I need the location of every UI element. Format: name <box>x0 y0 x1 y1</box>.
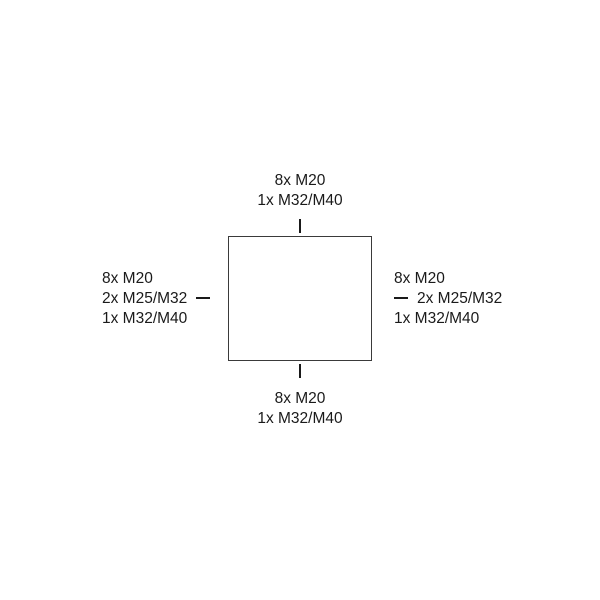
label-top-line-2: 1x M32/M40 <box>257 192 343 209</box>
label-left-line-2-row: 2x M25/M32 <box>102 289 211 309</box>
label-right: 8x M20 2x M25/M32 1x M32/M40 <box>394 269 502 329</box>
label-right-line-2-row: 2x M25/M32 <box>394 289 502 309</box>
label-right-line-1: 8x M20 <box>394 270 445 287</box>
leader-line-top <box>299 219 301 233</box>
label-top: 8x M20 1x M32/M40 <box>0 171 600 211</box>
label-top-line-1: 8x M20 <box>274 172 326 189</box>
label-right-line-3: 1x M32/M40 <box>394 310 480 327</box>
label-bottom: 8x M20 1x M32/M40 <box>0 389 600 429</box>
leader-line-bottom <box>299 364 301 378</box>
label-right-line-2: 2x M25/M32 <box>417 290 503 307</box>
dash-connector-right-icon <box>394 296 408 299</box>
label-left: 8x M20 2x M25/M32 1x M32/M40 <box>102 269 211 329</box>
label-left-line-1: 8x M20 <box>102 270 153 287</box>
label-left-line-2: 2x M25/M32 <box>102 290 188 307</box>
label-left-line-3: 1x M32/M40 <box>102 310 188 327</box>
dash-connector-left-icon <box>196 296 211 299</box>
enclosure-outline <box>228 236 372 361</box>
label-bottom-line-2: 1x M32/M40 <box>257 410 343 427</box>
label-bottom-line-1: 8x M20 <box>274 390 326 407</box>
